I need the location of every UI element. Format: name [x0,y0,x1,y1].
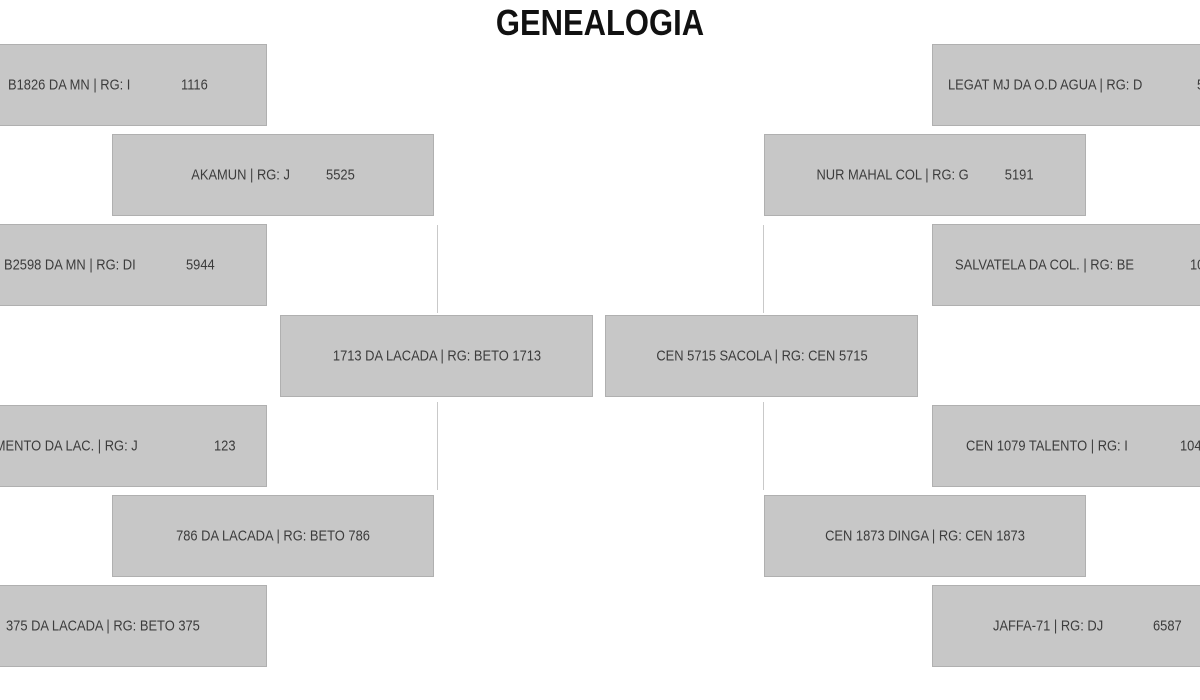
pedigree-name: JAFFA-71 | RG: DJ [993,617,1104,635]
pedigree-number: 5525 [326,166,355,184]
pedigree-box-right-dam-dam: JAFFA-71 | RG: DJ 6587 [932,585,1200,667]
pedigree-box-right-sire: NUR MAHAL COL | RG: G 5191 [764,134,1086,216]
pedigree-name-text: AKAMUN | RG: J [191,166,290,184]
connector-line-left-upper [437,225,438,313]
pedigree-name: CEN 1079 TALENTO | RG: I [966,437,1128,455]
pedigree-number: 104 [1180,437,1200,455]
pedigree-name: 786 DA LACADA | RG: BETO 786 [176,527,370,545]
pedigree-box-subject-left: 1713 DA LACADA | RG: BETO 1713 [280,315,593,397]
pedigree-name: AKAMUN | RG: J 5525 [191,167,355,184]
pedigree-name: B2598 DA MN | RG: DI [4,256,136,274]
pedigree-box-sire-sire: B1826 DA MN | RG: I 1116 [0,44,267,126]
pedigree-box-subject-right: CEN 5715 SACOLA | RG: CEN 5715 [605,315,918,397]
pedigree-box-dam-sire: ABIMENTO DA LAC. | RG: J 123 [0,405,267,487]
pedigree-box-right-sire-sire: LEGAT MJ DA O.D AGUA | RG: D 5 [932,44,1200,126]
pedigree-name: LEGAT MJ DA O.D AGUA | RG: D [948,76,1143,94]
pedigree-name: 375 DA LACADA | RG: BETO 375 [6,617,200,635]
pedigree-name-text: NUR MAHAL COL | RG: G [816,166,969,184]
pedigree-name: ABIMENTO DA LAC. | RG: J [0,437,138,455]
connector-line-left-lower [437,402,438,490]
pedigree-box-dam-dam: 375 DA LACADA | RG: BETO 375 [0,585,267,667]
connector-line-right-upper [763,225,764,313]
pedigree-number: 123 [214,437,236,455]
pedigree-box-sire-dam: B2598 DA MN | RG: DI 5944 [0,224,267,306]
pedigree-name: CEN 5715 SACOLA | RG: CEN 5715 [655,347,868,365]
pedigree-box-right-dam: CEN 1873 DINGA | RG: CEN 1873 [764,495,1086,577]
pedigree-box-right-dam-sire: CEN 1079 TALENTO | RG: I 104 [932,405,1200,487]
pedigree-name: CEN 1873 DINGA | RG: CEN 1873 [825,527,1025,545]
pedigree-name: B1826 DA MN | RG: I [8,76,131,94]
pedigree-name: 1713 DA LACADA | RG: BETO 1713 [332,347,541,365]
pedigree-number: 5191 [1004,166,1034,184]
page-title: GENEALOGIA [495,2,705,43]
pedigree-box-dam: 786 DA LACADA | RG: BETO 786 [112,495,434,577]
pedigree-box-sire: AKAMUN | RG: J 5525 [112,134,434,216]
pedigree-name: NUR MAHAL COL | RG: G 5191 [816,167,1033,184]
pedigree-number: 1116 [181,76,208,94]
pedigree-number: 10 [1190,256,1200,274]
pedigree-name: SALVATELA DA COL. | RG: BE [955,256,1135,274]
pedigree-number: 5 [1197,77,1200,94]
pedigree-number: 6587 [1153,617,1182,635]
pedigree-box-right-sire-dam: SALVATELA DA COL. | RG: BE 10 [932,224,1200,306]
connector-line-right-lower [763,402,764,490]
pedigree-number: 5944 [186,256,215,274]
